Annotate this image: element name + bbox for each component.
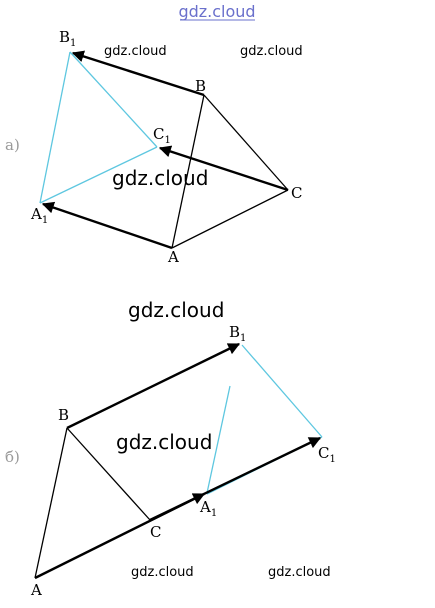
edge-b-b1-a1 — [206, 385, 231, 494]
edge-a-a-c — [171, 189, 289, 249]
label-b-c: C — [150, 523, 161, 541]
edge-b-b1-c1 — [241, 344, 323, 438]
figure-b: B1 B C1 C A1 A б) — [5, 323, 336, 599]
vector-b-c-c1 — [149, 436, 322, 522]
label-b-c1: C1 — [318, 444, 336, 465]
label-a-c: C — [291, 184, 302, 202]
watermark-b-top: gdz.cloud — [128, 298, 224, 322]
vector-a-c-c1 — [158, 145, 289, 192]
label-a-c1: C1 — [153, 125, 171, 146]
edge-a-b1-c1 — [69, 51, 158, 148]
vector-a-b-b1 — [71, 50, 205, 97]
watermark-b-bottom-left: gdz.cloud — [131, 565, 194, 580]
watermark-a-right: gdz.cloud — [240, 44, 303, 59]
edge-a-b1-a1 — [39, 51, 71, 204]
watermark-b-bottom-right: gdz.cloud — [268, 565, 331, 580]
label-a-a1: A1 — [30, 205, 48, 226]
label-b-a: A — [30, 581, 42, 599]
edge-a-b-a — [171, 94, 205, 249]
label-b-a1: A1 — [199, 498, 217, 519]
edge-b-b-a — [34, 427, 68, 579]
part-label-a: а) — [5, 136, 20, 154]
figure-a: B1 B C1 C A1 A а) — [5, 28, 302, 266]
label-b-b: B — [58, 406, 69, 424]
vector-b-b-b1 — [66, 342, 241, 430]
label-a-b: B — [195, 77, 206, 95]
watermark-a-center: gdz.cloud — [112, 166, 208, 190]
label-b-b1: B1 — [229, 323, 246, 344]
watermark-top: gdz.cloud — [178, 2, 255, 21]
edge-a-a1-c1 — [39, 146, 158, 204]
label-a-a: A — [167, 248, 179, 266]
vector-a-a-a1 — [41, 201, 173, 250]
part-label-b: б) — [5, 448, 20, 466]
label-a-b1: B1 — [59, 28, 76, 49]
edge-a-b-c — [203, 94, 289, 191]
watermark-a-left: gdz.cloud — [104, 44, 167, 59]
edge-b-b-c — [66, 427, 151, 521]
watermark-b-center: gdz.cloud — [116, 430, 212, 454]
